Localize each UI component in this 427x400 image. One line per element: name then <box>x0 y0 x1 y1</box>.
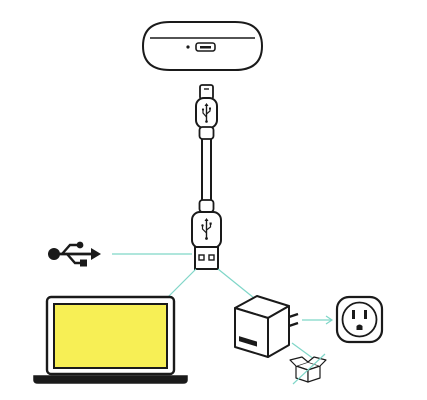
usb-a-plug-icon <box>191 211 222 270</box>
earbud-charging-case-icon <box>141 21 264 71</box>
crossed-box-icon <box>289 353 327 385</box>
usb-symbol-icon <box>48 241 101 267</box>
micro-usb-plug-icon <box>195 84 218 129</box>
wall-outlet-icon <box>335 295 384 344</box>
laptop-icon <box>33 295 188 384</box>
power-adapter-icon <box>234 295 299 358</box>
usb-cable-icon <box>198 126 215 213</box>
